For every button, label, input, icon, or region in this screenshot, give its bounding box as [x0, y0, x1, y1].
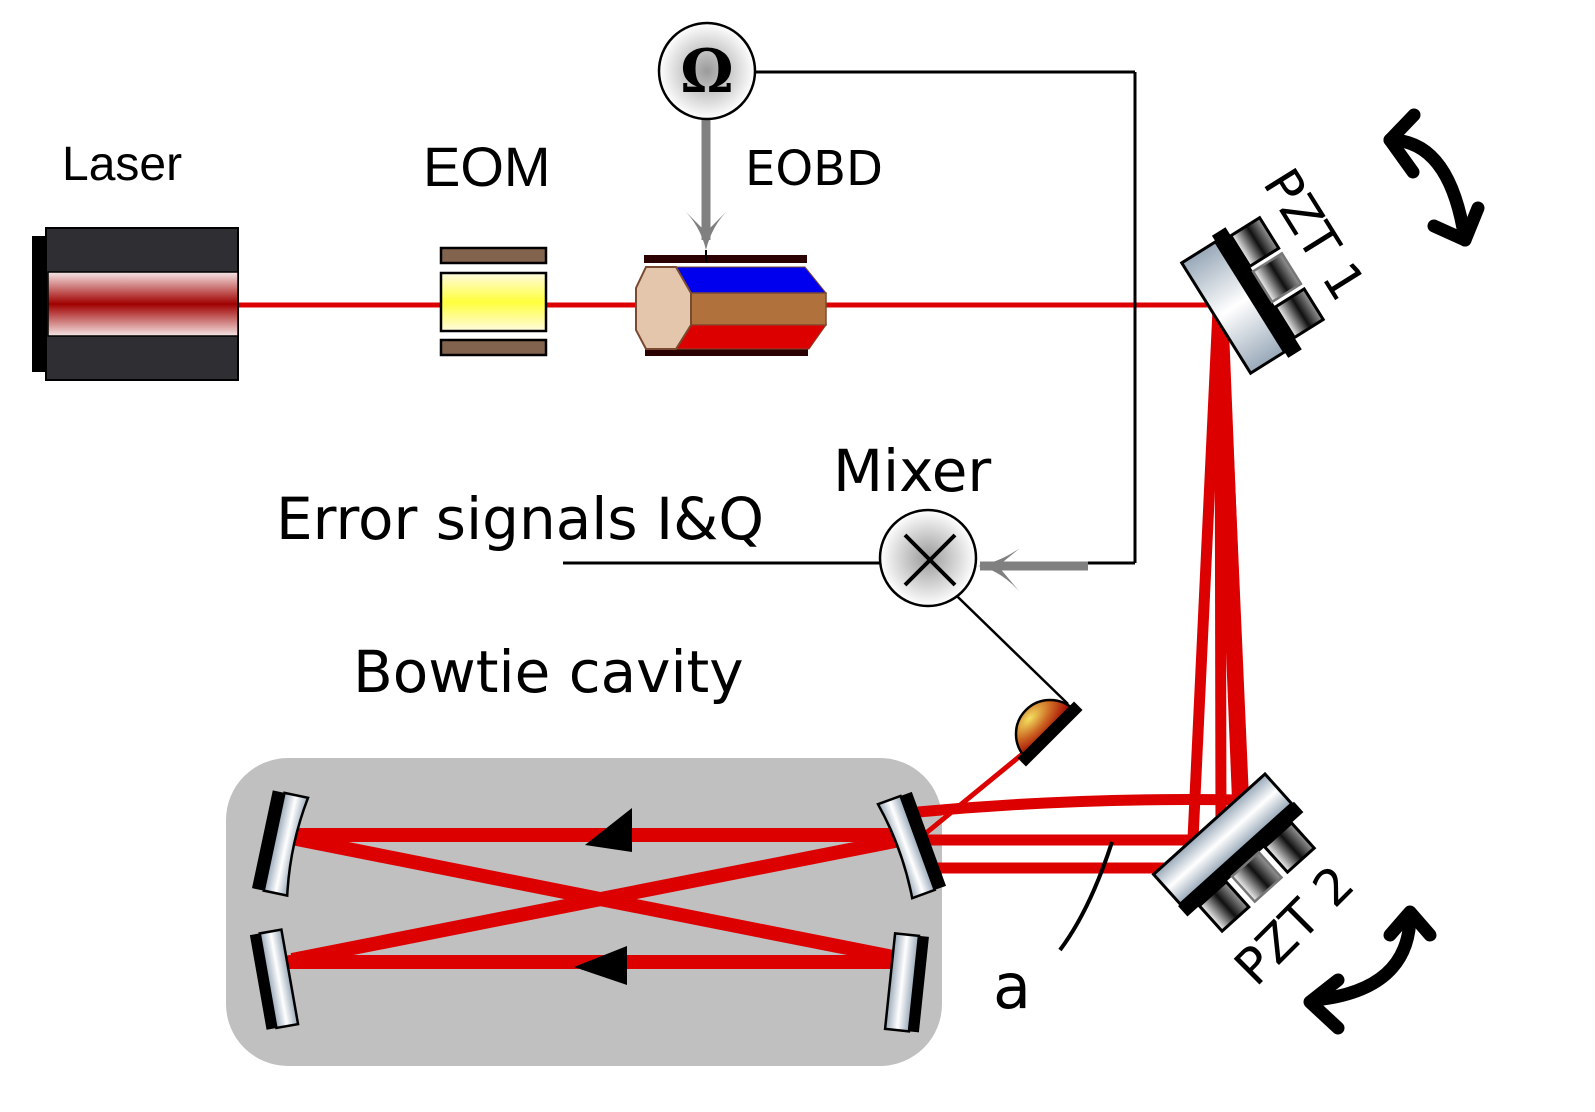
laser-gain-medium [47, 271, 239, 337]
rf-source: Ω [657, 21, 1137, 565]
mixer-label: Mixer [833, 437, 991, 505]
mixer-cross-icon [903, 533, 957, 587]
pzt1-mirror-glass [1179, 239, 1287, 376]
pzt2-mirror [1151, 771, 1317, 934]
pzt1-actuator [1251, 251, 1303, 304]
pzt1-beams [1186, 305, 1250, 861]
rf-to-eobd-arrowhead [682, 208, 730, 250]
beam-separation-label: a [993, 950, 1031, 1023]
eobd-brown-face [690, 292, 827, 326]
lo-arrowhead [978, 548, 1020, 592]
eobd-end-face [635, 266, 692, 350]
mixer [563, 508, 1088, 608]
pzt1-actuator [1228, 215, 1281, 269]
pzt2-rotation-arrow-icon [1303, 905, 1437, 1035]
pzt2-actuator [1197, 879, 1251, 934]
eom-crystal [439, 271, 548, 333]
coupling-beams [917, 736, 1241, 874]
eobd-top-electrode [644, 255, 807, 263]
cavity-mirror-top-right [876, 791, 947, 900]
rf-source-circle [657, 21, 757, 121]
pzt2-actuator [1262, 820, 1317, 875]
label-a-leader-line [1058, 841, 1114, 952]
pzt2-mirror-glass [1151, 771, 1294, 907]
error-signals-label: Error signals I&Q [276, 485, 764, 553]
photodiode-base [1017, 701, 1083, 767]
laser-back-plate [32, 236, 48, 372]
laser [32, 227, 239, 381]
pzt2-mirror-mount [1178, 801, 1304, 917]
cavity-mirror-top-left [251, 790, 310, 898]
photodetector [1014, 698, 1083, 767]
cavity-beam-cross-2 [290, 831, 912, 967]
eom-bottom-electrode [439, 338, 548, 357]
eobd-red-face [675, 324, 827, 350]
bowtie-cavity-enclosure [226, 758, 942, 1066]
pzt2-actuator [1230, 850, 1284, 904]
eom-top-electrode [439, 246, 548, 265]
pzt1-mirror-mount [1211, 227, 1302, 358]
omega-icon: Ω [680, 37, 733, 107]
eobd-blue-face [675, 266, 828, 294]
pzt1-rotation-arrow-icon [1383, 108, 1485, 247]
eobd-label: EOBD [745, 141, 883, 197]
cavity-mirror-bottom-left [249, 928, 300, 1030]
eom [439, 246, 548, 357]
eobd-bottom-electrode [645, 348, 808, 356]
beam-direction-arrow-top-icon [585, 808, 632, 852]
photodiode-dome [1014, 698, 1076, 760]
cavity-mirror-bottom-right [883, 932, 929, 1033]
eobd [635, 255, 828, 356]
bowtie-cavity-label: Bowtie cavity [353, 638, 744, 706]
pzt1-actuator [1273, 286, 1326, 340]
laser-label: Laser [62, 138, 182, 191]
beam-direction-arrow-bottom-icon [574, 946, 627, 985]
pzt1-mirror [1179, 215, 1326, 376]
eom-label: EOM [423, 135, 551, 198]
